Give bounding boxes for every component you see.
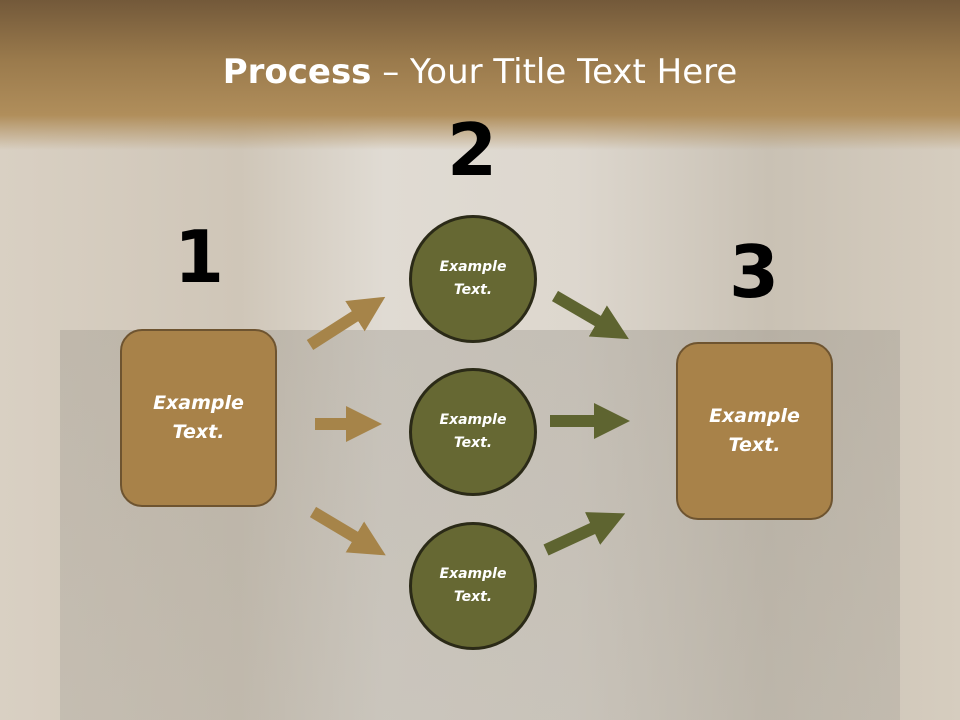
right-box-line1: Example xyxy=(709,405,800,427)
arrow-left-up xyxy=(306,296,386,351)
slide-title: Process – Your Title Text Here xyxy=(0,52,960,92)
circle-text: Example xyxy=(439,259,507,275)
step-number-1: 1 xyxy=(173,215,225,299)
title-rest: – Your Title Text Here xyxy=(371,52,738,92)
left-box-line1: Example xyxy=(153,392,244,414)
left-box-line2: Text. xyxy=(172,421,225,443)
title-bold: Process xyxy=(222,52,372,92)
step-number-2: 2 xyxy=(446,108,498,192)
right-box-line2: Text. xyxy=(728,434,781,456)
step-number-3: 3 xyxy=(728,230,780,314)
arrow-left-down xyxy=(309,506,386,556)
arrow-right-down xyxy=(551,290,629,340)
circle-text: Text. xyxy=(453,589,493,605)
circle-text: Text. xyxy=(453,435,493,451)
circle-text: Text. xyxy=(453,282,493,298)
arrow-right-up xyxy=(543,512,626,556)
circle-text: Example xyxy=(439,412,507,428)
circle-text: Example xyxy=(439,566,507,582)
